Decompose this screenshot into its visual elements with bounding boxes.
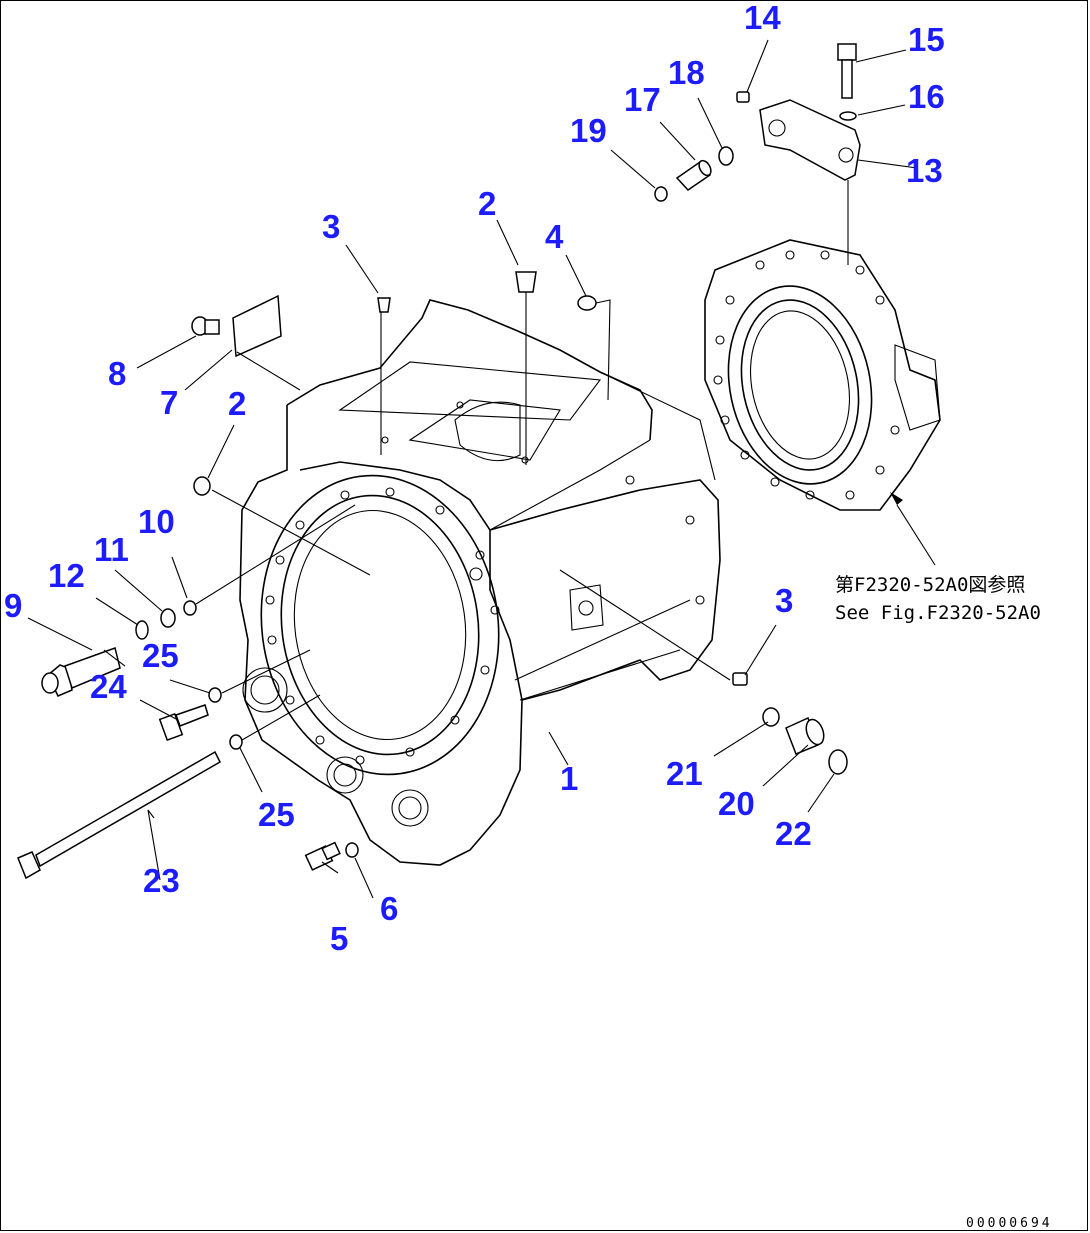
callout-10: 10 [138, 503, 175, 540]
o-ring-part-12 [135, 620, 149, 640]
plug-part-4 [577, 295, 597, 311]
o-ring-part-19 [654, 186, 668, 202]
callout-3-right: 3 [775, 582, 793, 619]
callout-6: 6 [380, 890, 398, 927]
rear-cover-assembly [704, 239, 941, 511]
callout-21: 21 [666, 755, 703, 792]
callout-24: 24 [90, 668, 127, 705]
o-ring-part-6 [345, 842, 359, 858]
assembly-lines [195, 180, 849, 741]
bracket-part-13 [759, 99, 861, 181]
bolt-part-24 [158, 704, 209, 742]
plug-part-14 [736, 91, 750, 103]
callout-18: 18 [668, 54, 705, 91]
callout-25-top: 25 [142, 637, 179, 674]
drain-plug-part-5 [304, 841, 341, 871]
callouts: 1 2 2 3 3 4 5 6 7 8 9 10 11 12 13 14 15 … [4, 0, 945, 957]
callout-2-left: 2 [228, 385, 246, 422]
o-ring-part-10 [183, 600, 197, 616]
callout-16: 16 [908, 78, 945, 115]
callout-8: 8 [108, 355, 126, 392]
callout-3-top: 3 [322, 208, 340, 245]
callout-22: 22 [775, 815, 812, 852]
fitting-part-17 [675, 159, 712, 191]
transmission-housing [239, 299, 721, 866]
callout-2-top: 2 [478, 185, 496, 222]
washer-part-25-top [208, 687, 222, 703]
plug-part-3-right [732, 672, 748, 686]
callout-17: 17 [624, 81, 661, 118]
callout-5: 5 [330, 920, 348, 957]
o-ring-part-21 [762, 707, 780, 727]
callout-7: 7 [160, 384, 178, 421]
callout-19: 19 [570, 112, 607, 149]
callout-20: 20 [718, 785, 755, 822]
fitting-part-20 [785, 716, 825, 755]
reference-note-jp: 第F2320-52A0図参照 [835, 574, 1025, 596]
sensor-part-9 [41, 647, 121, 697]
callout-4: 4 [545, 218, 564, 255]
washer-part-25-bottom [229, 734, 243, 750]
callout-1: 1 [560, 760, 578, 797]
bolt-part-15 [837, 43, 857, 99]
callout-23: 23 [143, 862, 180, 899]
plug-part-3-top [377, 297, 391, 313]
plug-part-2-left [193, 476, 211, 496]
plate-part-7 [232, 294, 282, 358]
o-ring-part-11 [160, 608, 176, 628]
reference-arrowhead [890, 492, 903, 505]
o-ring-part-22 [828, 749, 848, 775]
reference-note-en: See Fig.F2320-52A0 [835, 602, 1041, 624]
callout-14: 14 [744, 0, 781, 36]
leader-lines [27, 39, 936, 899]
plug-part-2-top [515, 271, 537, 293]
callout-11: 11 [94, 531, 129, 568]
callout-25-bottom: 25 [258, 796, 295, 833]
callout-9: 9 [4, 587, 22, 624]
breather-part-8 [191, 316, 220, 336]
callout-12: 12 [48, 557, 85, 594]
callout-15: 15 [908, 21, 945, 58]
o-ring-part-18 [718, 146, 734, 166]
long-bolt-part-23 [17, 750, 221, 880]
callout-13: 13 [906, 152, 943, 189]
drawing-code: 00000694 [966, 1216, 1053, 1231]
washer-part-16 [839, 111, 857, 121]
